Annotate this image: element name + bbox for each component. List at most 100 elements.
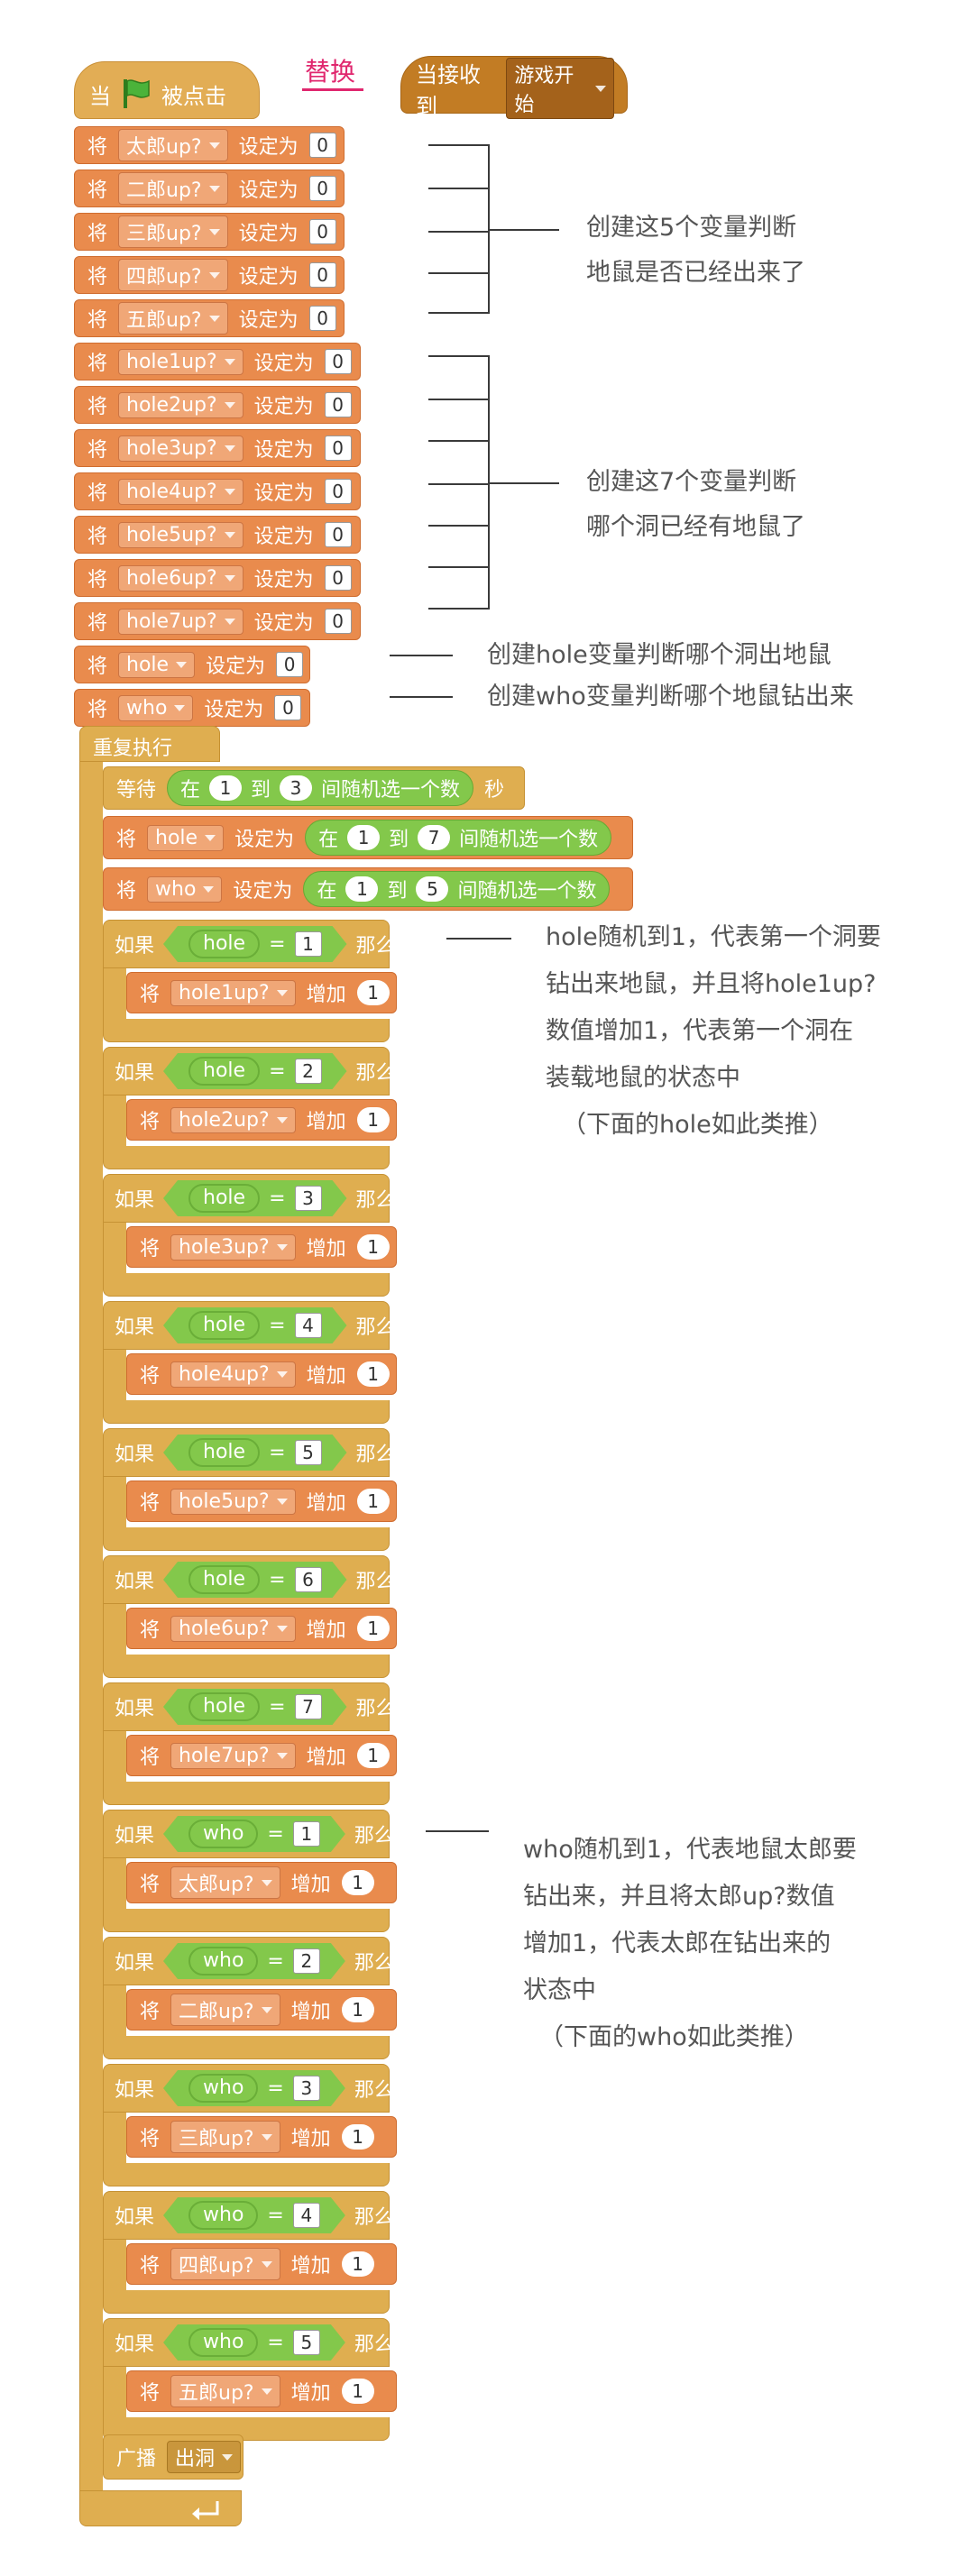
random-to[interactable]: 5 (416, 876, 449, 902)
forever-block[interactable]: 重复执行 (79, 726, 220, 762)
value-input[interactable]: 0 (308, 306, 336, 331)
compare-value[interactable]: 7 (295, 1694, 322, 1719)
wait-block[interactable]: 等待 在 1 到 3 间随机选一个数 秒 (103, 766, 525, 810)
variable-reporter[interactable]: who (188, 2074, 258, 2103)
equals-condition[interactable]: who=3 (163, 2070, 345, 2106)
compare-value[interactable]: 3 (293, 2076, 320, 2101)
variable-reporter[interactable]: hole (188, 1311, 260, 1340)
equals-condition[interactable]: hole=6 (163, 1562, 347, 1598)
increment-value[interactable]: 1 (356, 1107, 390, 1132)
equals-condition[interactable]: who=2 (163, 1943, 345, 1979)
compare-value[interactable]: 5 (293, 2330, 320, 2355)
increment-value[interactable]: 1 (341, 1997, 374, 2022)
variable-reporter[interactable]: who (188, 2328, 258, 2357)
variable-dropdown[interactable]: 太郎up? (118, 129, 228, 161)
compare-value[interactable]: 1 (293, 1821, 320, 1847)
increment-value[interactable]: 1 (356, 1234, 390, 1260)
when-receive-hat[interactable]: 当接收到 游戏开始 (400, 56, 628, 119)
broadcast-block[interactable]: 广播 出洞 (103, 2434, 244, 2480)
variable-reporter[interactable]: who (188, 1820, 258, 1848)
variable-dropdown[interactable]: hole2up? (118, 391, 244, 418)
increment-value[interactable]: 1 (341, 2251, 374, 2277)
random-from[interactable]: 1 (209, 775, 243, 801)
variable-dropdown[interactable]: 三郎up? (118, 215, 228, 248)
var-dropdown-who[interactable]: who (147, 875, 223, 903)
var-dropdown-hole[interactable]: hole (147, 824, 225, 851)
broadcast-message-dropdown[interactable]: 出洞 (167, 2441, 242, 2473)
compare-value[interactable]: 2 (293, 1948, 320, 1974)
compare-value[interactable]: 2 (295, 1059, 322, 1084)
variable-dropdown[interactable]: hole3up? (118, 435, 244, 462)
variable-reporter[interactable]: who (188, 1947, 258, 1976)
equals-condition[interactable]: hole=4 (163, 1307, 347, 1343)
variable-reporter[interactable]: hole (188, 1565, 260, 1594)
variable-reporter[interactable]: hole (188, 930, 260, 958)
compare-value[interactable]: 3 (295, 1186, 322, 1211)
compare-value[interactable]: 4 (295, 1313, 322, 1338)
increment-value[interactable]: 1 (356, 980, 390, 1005)
value-input[interactable]: 0 (274, 695, 302, 720)
value-input[interactable]: 0 (324, 565, 352, 591)
equals-condition[interactable]: who=4 (163, 2197, 345, 2233)
message-dropdown[interactable]: 游戏开始 (506, 58, 614, 119)
set-hole-random-block[interactable]: 将 hole 设定为 在 1 到 7 间随机选一个数 (103, 816, 633, 859)
value-input[interactable]: 0 (308, 176, 336, 201)
equals-condition[interactable]: hole=3 (163, 1180, 347, 1216)
variable-dropdown[interactable]: hole1up? (170, 979, 296, 1006)
variable-dropdown[interactable]: 二郎up? (118, 172, 228, 205)
increment-value[interactable]: 1 (341, 2124, 374, 2150)
value-input[interactable]: 0 (308, 262, 336, 288)
compare-value[interactable]: 5 (295, 1440, 322, 1465)
variable-dropdown[interactable]: hole5up? (118, 521, 244, 548)
variable-dropdown[interactable]: hole4up? (170, 1361, 296, 1388)
random-to[interactable]: 3 (280, 775, 313, 801)
variable-dropdown[interactable]: hole7up? (170, 1742, 296, 1769)
compare-value[interactable]: 4 (293, 2203, 320, 2228)
equals-condition[interactable]: hole=2 (163, 1053, 347, 1089)
variable-dropdown[interactable]: hole (118, 651, 196, 678)
value-input[interactable]: 0 (324, 392, 352, 417)
equals-condition[interactable]: who=1 (163, 1816, 345, 1852)
increment-value[interactable]: 1 (356, 1489, 390, 1514)
increment-value[interactable]: 1 (356, 1743, 390, 1768)
variable-dropdown[interactable]: 太郎up? (170, 1866, 280, 1899)
variable-reporter[interactable]: hole (188, 1438, 260, 1467)
variable-dropdown[interactable]: 四郎up? (118, 259, 228, 291)
variable-dropdown[interactable]: 二郎up? (170, 1994, 280, 2026)
random-reporter[interactable]: 在 1 到 5 间随机选一个数 (303, 871, 611, 907)
random-reporter[interactable]: 在 1 到 3 间随机选一个数 (167, 770, 474, 806)
random-to[interactable]: 7 (418, 825, 451, 850)
variable-dropdown[interactable]: 五郎up? (118, 302, 228, 335)
value-input[interactable]: 0 (324, 349, 352, 374)
variable-reporter[interactable]: hole (188, 1184, 260, 1213)
compare-value[interactable]: 1 (295, 931, 322, 957)
variable-dropdown[interactable]: hole1up? (118, 348, 244, 375)
